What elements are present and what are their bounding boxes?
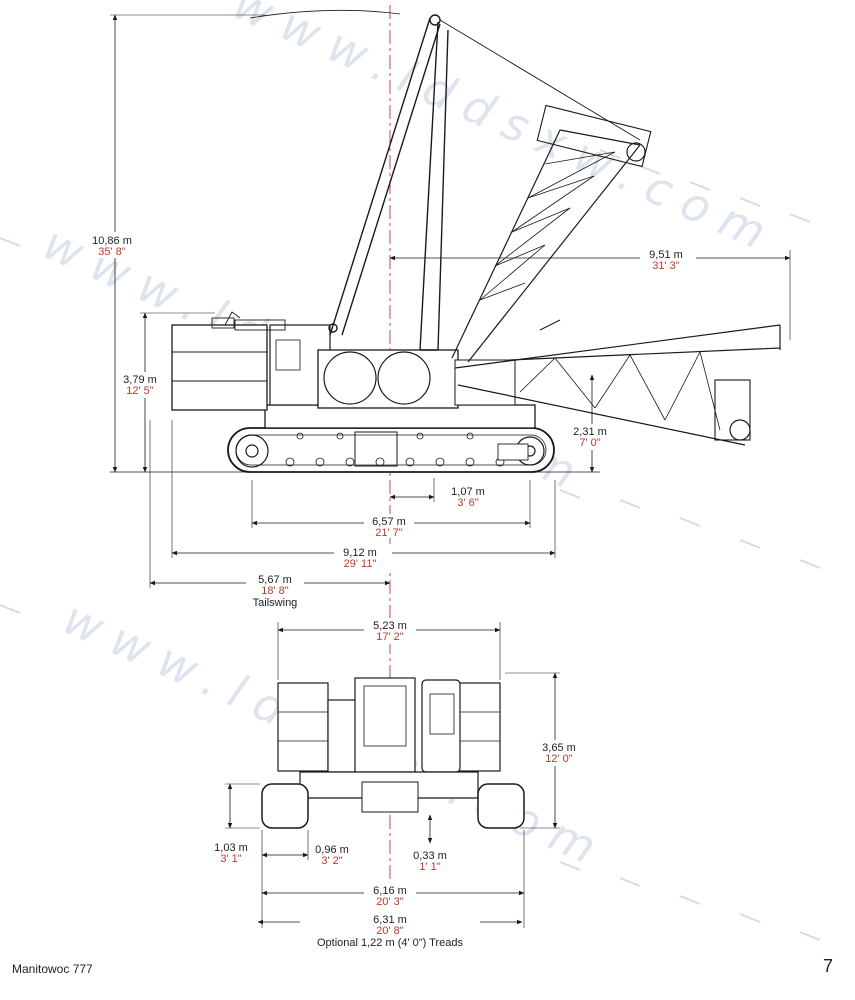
swing-arc xyxy=(249,9,401,19)
dim-overall-length-m: 9,12 m xyxy=(343,547,377,559)
dim-offset-m: 1,07 m xyxy=(451,486,485,498)
front-track-right xyxy=(477,783,525,829)
front-view xyxy=(225,622,560,928)
front-track-left xyxy=(261,783,309,829)
pendant-line xyxy=(439,19,641,141)
dim-height-m: 3,65 m xyxy=(542,742,576,754)
drum-2 xyxy=(377,351,431,405)
dim-cw-height-ft: 12' 5" xyxy=(126,385,154,397)
drum-1 xyxy=(323,351,377,405)
dim-tailswing-label: Tailswing xyxy=(253,597,298,609)
counterweight xyxy=(171,311,286,411)
dim-overall-height-m: 10,86 m xyxy=(92,235,132,247)
side-view xyxy=(110,5,791,630)
front-mast-base xyxy=(354,677,416,773)
dim-tailswing-ft: 18' 8" xyxy=(261,585,289,597)
dim-track-length-m: 6,57 m xyxy=(372,516,406,528)
dim-radius-ft: 31' 3" xyxy=(652,260,680,272)
dim-cw-height-m: 3,79 m xyxy=(123,374,157,386)
dim-overall-width-note: Optional 1,22 m (4' 0") Treads xyxy=(317,937,464,949)
dim-radius-m: 9,51 m xyxy=(649,249,683,261)
dim-boom-foot-ft: 7' 0" xyxy=(579,437,600,449)
dim-clearance-m: 0,33 m xyxy=(413,850,447,862)
boom-lowered xyxy=(454,319,781,446)
dim-height-ft: 12' 0" xyxy=(545,753,573,765)
dim-width-upper-m: 5,23 m xyxy=(373,620,407,632)
front-dimension-labels: 5,23 m 17' 2" 3,65 m 12' 0" 1,03 m 3' 1"… xyxy=(208,618,582,949)
footer-model: Manitowoc 777 xyxy=(12,962,93,976)
upperworks xyxy=(264,324,536,429)
mast xyxy=(328,14,641,351)
dim-overall-length-ft: 29' 11" xyxy=(344,558,377,570)
dim-gauge-ft: 20' 3" xyxy=(376,896,404,908)
dim-overall-width-m: 6,31 m xyxy=(373,914,407,926)
crawler-track xyxy=(227,427,555,473)
dim-gauge-m: 6,16 m xyxy=(373,885,407,897)
dim-overall-width-ft: 20' 8" xyxy=(376,925,404,937)
side-dimension-labels: 10,86 m 35' 8" 3,79 m 12' 5" 9,51 m 31' … xyxy=(86,232,696,610)
carbody-jack xyxy=(354,431,398,467)
dim-clearance-ft: 1' 1" xyxy=(419,861,440,873)
dim-track-height-ft: 3' 1" xyxy=(220,853,241,865)
watermark-text-1: www.lddsxw.com xyxy=(226,0,787,265)
front-cw-left xyxy=(277,682,329,772)
dim-tailswing-m: 5,67 m xyxy=(258,574,292,586)
dim-track-height-m: 1,03 m xyxy=(214,842,248,854)
dim-width-upper-ft: 17' 2" xyxy=(376,631,404,643)
dim-boom-foot-m: 2,31 m xyxy=(573,426,607,438)
dim-overall-height-ft: 35' 8" xyxy=(98,246,126,258)
dim-tread-width-ft: 3' 2" xyxy=(321,855,342,867)
boom-tip xyxy=(714,379,751,441)
dim-tread-width-m: 0,96 m xyxy=(315,844,349,856)
dim-offset-ft: 3' 6" xyxy=(457,497,478,509)
dim-track-length-ft: 21' 7" xyxy=(375,527,403,539)
drive-sprocket xyxy=(235,434,269,468)
page-number: 7 xyxy=(822,956,833,976)
